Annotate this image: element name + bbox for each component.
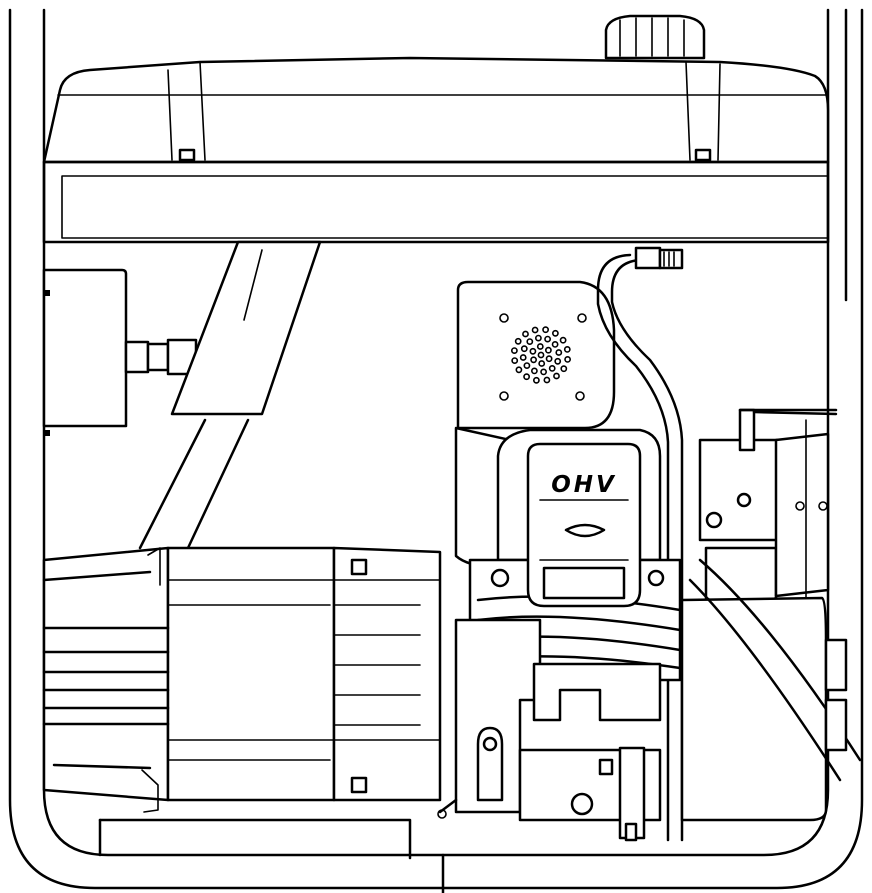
vent-hole <box>515 366 523 374</box>
vent-hole <box>523 362 531 369</box>
vent-hole <box>554 357 562 365</box>
valve-cover: OHV <box>526 442 642 608</box>
filter-vent-holes <box>511 326 571 384</box>
vent-hole <box>563 345 571 353</box>
vent-hole <box>545 346 552 354</box>
vent-hole <box>531 367 538 375</box>
vent-hole <box>551 340 559 348</box>
recoil-starter <box>774 419 830 601</box>
vent-hole <box>537 351 545 359</box>
alternator <box>42 546 442 813</box>
support-bracket <box>138 240 322 550</box>
vent-hole <box>526 338 534 345</box>
vent-hole <box>519 354 527 361</box>
vent-hole <box>538 360 546 367</box>
vent-hole <box>522 330 529 338</box>
muffler <box>680 558 862 822</box>
frame-cross-panel <box>42 160 830 244</box>
breather-hose <box>596 246 684 842</box>
fuel-cap <box>604 14 706 60</box>
vent-hole <box>511 357 519 364</box>
vent-hole <box>564 355 571 363</box>
vent-hole <box>535 334 542 342</box>
vent-hole <box>511 347 518 354</box>
vent-hole <box>542 326 549 334</box>
vent-hole <box>531 326 539 334</box>
oil-filler <box>437 726 504 819</box>
vent-hole <box>555 349 563 356</box>
frame <box>8 8 864 893</box>
vent-hole <box>523 373 530 381</box>
fuel-tank <box>42 14 830 164</box>
ohv-label: OHV <box>551 472 617 498</box>
vent-hole <box>530 356 537 364</box>
vent-hole <box>553 372 560 380</box>
vent-hole <box>545 355 553 363</box>
air-filter-cover <box>456 280 616 430</box>
base-plate <box>98 818 412 860</box>
vent-hole <box>533 376 540 384</box>
vent-hole <box>520 345 528 353</box>
control-box <box>42 268 198 436</box>
carburetor <box>698 408 838 616</box>
vent-hole <box>552 329 559 337</box>
vent-hole <box>514 337 522 345</box>
vent-hole <box>543 376 551 384</box>
vent-hole <box>536 343 544 350</box>
vent-hole <box>560 365 568 373</box>
vent-hole <box>529 347 537 355</box>
vent-hole <box>544 335 551 343</box>
vent-hole <box>559 336 567 344</box>
vent-hole <box>548 364 556 372</box>
vent-hole <box>540 368 547 376</box>
